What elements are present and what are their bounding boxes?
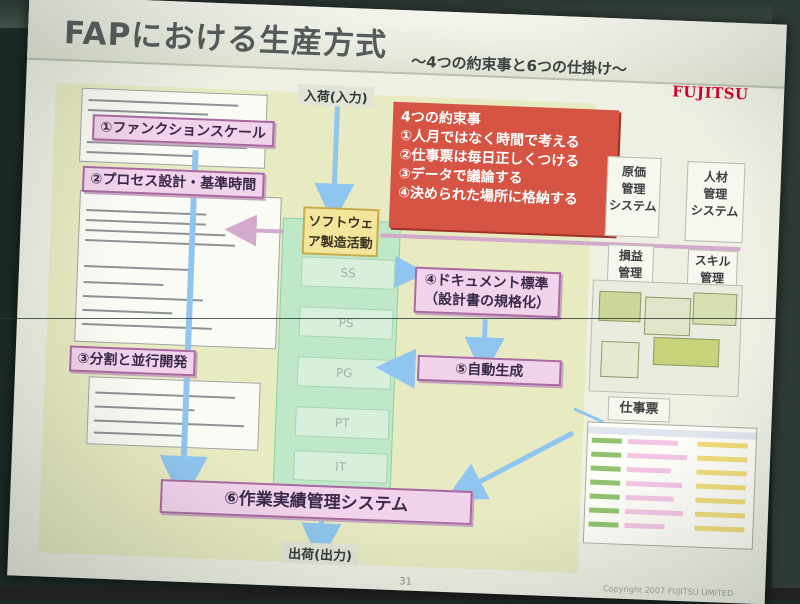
input-arrow xyxy=(314,103,355,224)
promises-box: 4つの約束事 ①人月ではなく時間で考える ②仕事票は毎日正しくつける ③データで… xyxy=(388,101,620,237)
screen-thumb xyxy=(643,296,692,337)
doc-standard-line2: （設計書の規格化） xyxy=(423,291,551,312)
sheet-row xyxy=(585,492,753,505)
left-flow-arrow xyxy=(159,150,208,504)
screen-thumb xyxy=(692,292,738,327)
hr-management-system: 人材 管理 システム xyxy=(684,161,746,244)
projected-slide: FAPにおける生産方式 ～4つの約束事と6つの仕掛け～ FUJITSU SS P… xyxy=(7,0,787,604)
profit-line: 損益 xyxy=(618,248,644,264)
projector-scan-line xyxy=(0,318,800,319)
auto-gen-box: ⑤自動生成 xyxy=(416,354,562,387)
cost-management-system: 原価 管理 システム xyxy=(604,155,662,238)
doc-to-autogen-arrow xyxy=(464,319,505,378)
doc-standard-box: ④ドキュメント標準 （設計書の規格化） xyxy=(413,266,562,319)
skill-line: スキル xyxy=(694,253,731,269)
sheet-row xyxy=(587,464,755,477)
sheet-row xyxy=(586,478,754,491)
hr-line: システム xyxy=(690,203,739,220)
cost-line: 原価 xyxy=(621,164,647,180)
management-screens xyxy=(588,279,743,398)
output-label: 出荷(出力) xyxy=(281,541,359,566)
screen-thumb xyxy=(652,336,720,368)
sheet-row xyxy=(585,506,753,519)
ticket-arrow xyxy=(445,430,575,500)
input-label: 入荷(入力) xyxy=(297,84,375,108)
software-activity-box: ソフトウェア製造活動 xyxy=(301,206,380,258)
hr-line: 管理 xyxy=(703,186,728,202)
cost-line: システム xyxy=(608,198,657,214)
flow-arrows xyxy=(159,103,741,564)
process-link xyxy=(224,214,283,247)
work-ticket-sheet xyxy=(582,421,758,550)
systems-link xyxy=(380,233,741,252)
screen-thumb xyxy=(600,340,640,379)
page-number: 31 xyxy=(398,576,413,588)
ss-to-doc-arrow xyxy=(394,255,428,288)
autogen-to-pg-arrow xyxy=(375,348,417,389)
parallel-dev-box: ③分割と並行開発 xyxy=(69,345,196,377)
cost-line: 管理 xyxy=(621,181,646,197)
sheet-row xyxy=(584,520,752,533)
hr-line: 人材 xyxy=(703,169,729,185)
ticket-arrow-2 xyxy=(573,407,605,424)
sheet-row xyxy=(587,450,755,463)
work-ticket-label: 仕事票 xyxy=(607,396,671,423)
profit-management: 損益 管理 xyxy=(606,244,655,284)
